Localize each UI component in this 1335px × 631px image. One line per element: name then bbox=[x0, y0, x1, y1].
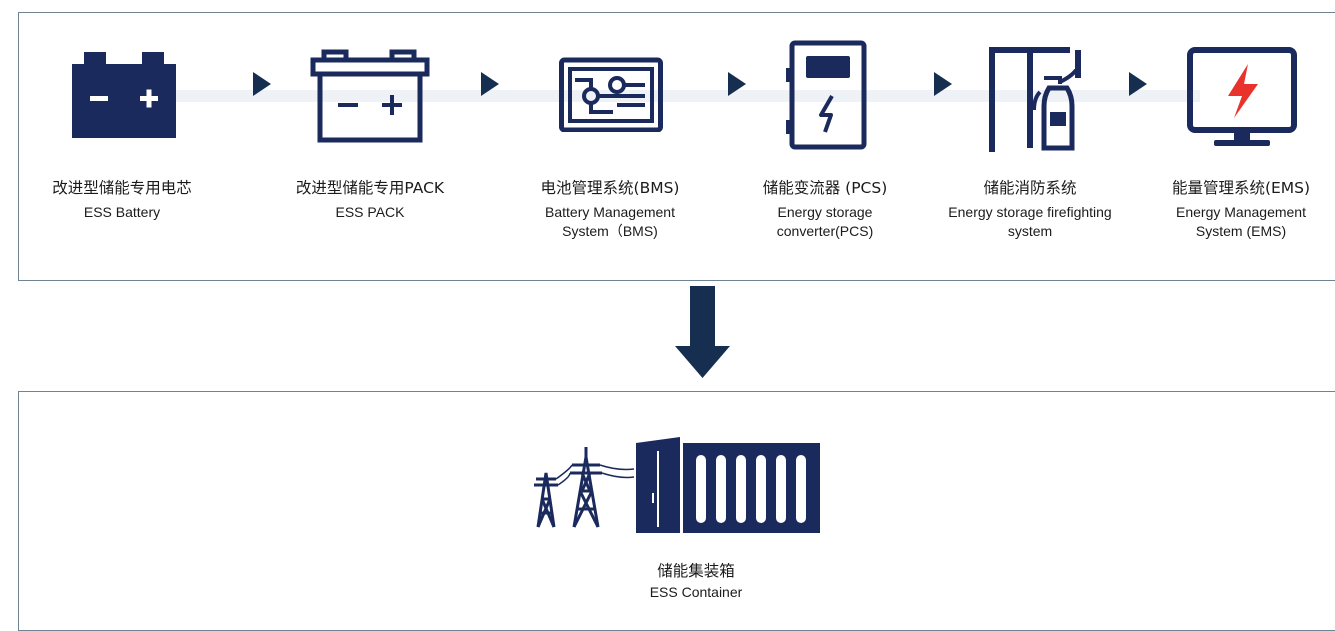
battery-pack-icon bbox=[310, 40, 430, 144]
down-arrow bbox=[675, 286, 730, 378]
component-label-en: Energy Management System (EMS) bbox=[1176, 204, 1306, 239]
ess-container-graphic bbox=[530, 433, 820, 537]
result-label-en: ESS Container bbox=[649, 584, 743, 600]
flow-arrow bbox=[1129, 72, 1147, 96]
component-label-cn: 电池管理系统(BMS) bbox=[540, 179, 680, 197]
component-label-cn: 储能消防系统 bbox=[983, 179, 1077, 197]
monitor-lightning-icon bbox=[1186, 40, 1298, 150]
component-label-en: Battery Management System（BMS) bbox=[545, 204, 675, 239]
flow-arrow bbox=[934, 72, 952, 96]
components-panel bbox=[18, 12, 1335, 281]
component-label-en: ESS PACK bbox=[335, 204, 405, 220]
flow-arrow bbox=[728, 72, 746, 96]
circuit-board-icon bbox=[559, 40, 663, 132]
transmission-tower-icon bbox=[534, 447, 635, 528]
battery-icon bbox=[72, 40, 176, 140]
component-label-cn: 能量管理系统(EMS) bbox=[1171, 179, 1311, 197]
fire-extinguisher-icon bbox=[986, 40, 1086, 154]
component-label-cn: 改进型储能专用电芯 bbox=[52, 179, 192, 197]
component-label-en: Energy storage firefighting system bbox=[948, 204, 1112, 239]
component-label-cn: 改进型储能专用PACK bbox=[295, 179, 445, 197]
component-label-cn: 储能变流器 (PCS) bbox=[762, 179, 888, 197]
converter-cabinet-icon bbox=[785, 40, 871, 152]
shipping-container-icon bbox=[636, 437, 820, 533]
component-label-en: ESS Battery bbox=[83, 204, 161, 220]
component-label-en: Energy storage converter(PCS) bbox=[776, 204, 874, 239]
flow-arrow bbox=[481, 72, 499, 96]
flow-band bbox=[160, 90, 1240, 102]
result-label-cn: 储能集装箱 bbox=[657, 562, 735, 580]
flow-arrow bbox=[253, 72, 271, 96]
